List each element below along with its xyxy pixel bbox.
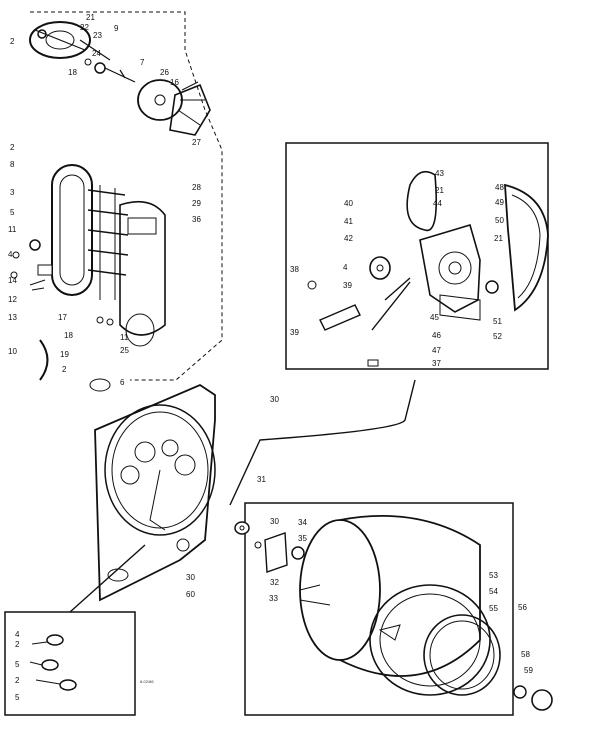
callout-label: 50 <box>495 216 504 225</box>
callout-label: 2 <box>62 365 67 374</box>
drum-assembly <box>234 502 553 716</box>
callout-label: 37 <box>432 359 441 368</box>
callout-label: 21 <box>494 234 503 243</box>
callout-label: 38 <box>290 265 299 274</box>
callout-label: 3 <box>10 188 15 197</box>
callout-label: 16 <box>170 78 179 87</box>
callout-label: 13 <box>8 313 17 322</box>
callout-label: 35 <box>298 534 307 543</box>
callout-label: 2 <box>15 676 20 685</box>
heater-duct-assembly <box>10 164 166 392</box>
callout-label: 29 <box>192 199 201 208</box>
callout-label: 39 <box>290 328 299 337</box>
callout-label: 11 <box>120 333 129 342</box>
callout-label: 11 <box>8 225 17 234</box>
callout-label: 32 <box>270 578 279 587</box>
callout-label: 4 <box>343 263 348 272</box>
callout-label: 48 <box>495 183 504 192</box>
callout-label: 24 <box>92 49 101 58</box>
callout-label: 47 <box>432 346 441 355</box>
callout-label: 27 <box>192 138 201 147</box>
callout-label: 2 <box>15 640 20 649</box>
callout-label: 17 <box>58 313 67 322</box>
callout-label: 49 <box>495 198 504 207</box>
callout-label: 40 <box>344 199 353 208</box>
callout-label: 25 <box>120 346 129 355</box>
callout-label: 28 <box>192 183 201 192</box>
callout-label: 33 <box>269 594 278 603</box>
callout-label: 34 <box>298 518 307 527</box>
small-mark-text: 8-02/86 <box>140 679 154 684</box>
callout-label: 41 <box>344 217 353 226</box>
callout-label: 59 <box>524 666 533 675</box>
callout-label: 22 <box>80 23 89 32</box>
callout-label: 43 <box>435 169 444 178</box>
callout-label: 45 <box>430 313 439 322</box>
callout-label: 18 <box>64 331 73 340</box>
callout-label: 7 <box>140 58 145 67</box>
callout-label: 60 <box>186 590 195 599</box>
callout-label: 5 <box>15 660 20 669</box>
callout-label: 14 <box>8 276 17 285</box>
callout-label: 51 <box>493 317 502 326</box>
callout-label: 2 <box>10 143 15 152</box>
callout-label: 19 <box>60 350 69 359</box>
rear-bulkhead-panel <box>94 383 216 602</box>
callout-label: 4 <box>8 250 13 259</box>
callout-label: 10 <box>8 347 17 356</box>
callout-label: 46 <box>432 331 441 340</box>
callout-label: 36 <box>192 215 201 224</box>
callout-label: 30 <box>270 395 279 404</box>
motor-inset-box <box>285 142 549 370</box>
blower-assembly <box>29 11 223 381</box>
callout-label: 39 <box>343 281 352 290</box>
callout-label: 44 <box>433 199 442 208</box>
callout-label: 5 <box>10 208 15 217</box>
callout-label: 21 <box>435 186 444 195</box>
callout-label: 31 <box>257 475 266 484</box>
callout-label: 30 <box>270 517 279 526</box>
callout-labels: 21 22 2 23 9 24 18 7 26 16 27 2 8 28 29 … <box>8 13 533 702</box>
inset-leader-arrow <box>229 379 416 506</box>
callout-label: 58 <box>521 650 530 659</box>
callout-label: 56 <box>518 603 527 612</box>
callout-label: 42 <box>344 234 353 243</box>
callout-label: 2 <box>10 37 15 46</box>
callout-label: 8 <box>10 160 15 169</box>
callout-label: 52 <box>493 332 502 341</box>
callout-label: 4 <box>15 630 20 639</box>
callout-label: 54 <box>489 587 498 596</box>
callout-label: 53 <box>489 571 498 580</box>
callout-label: 23 <box>93 31 102 40</box>
callout-label: 30 <box>186 573 195 582</box>
callout-label: 12 <box>8 295 17 304</box>
callout-label: 55 <box>489 604 498 613</box>
bottom-left-inset <box>4 544 146 716</box>
callout-label: 21 <box>86 13 95 22</box>
callout-label: 18 <box>68 68 77 77</box>
callout-label: 26 <box>160 68 169 77</box>
callout-label: 9 <box>114 24 119 33</box>
callout-label: 5 <box>15 693 20 702</box>
callout-label: 6 <box>120 378 125 387</box>
